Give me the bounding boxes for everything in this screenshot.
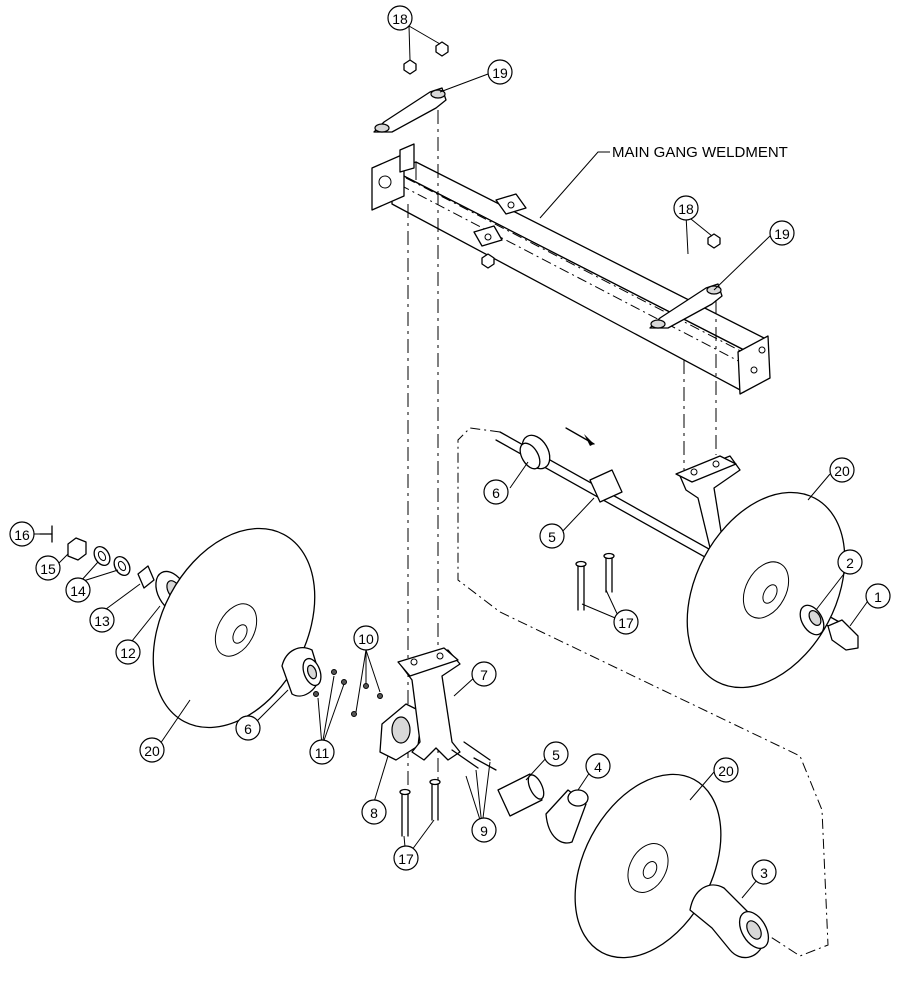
main-gang-weldment-label: MAIN GANG WELDMENT (612, 144, 788, 161)
svg-text:6: 6 (244, 721, 252, 737)
svg-text:15: 15 (40, 561, 56, 577)
callout-12: 12 (115, 639, 141, 665)
svg-text:10: 10 (358, 631, 374, 647)
svg-text:13: 13 (94, 613, 110, 629)
svg-text:17: 17 (398, 851, 414, 867)
svg-text:19: 19 (774, 226, 790, 242)
svg-text:18: 18 (678, 201, 694, 217)
svg-text:5: 5 (552, 747, 560, 763)
callout-13: 13 (89, 607, 115, 633)
svg-text:8: 8 (370, 805, 378, 821)
callout-4: 4 (585, 753, 611, 779)
callout-16: 16 (9, 521, 35, 547)
svg-text:16: 16 (14, 527, 30, 543)
svg-text:20: 20 (834, 463, 850, 479)
svg-text:1: 1 (874, 589, 882, 605)
svg-text:19: 19 (492, 65, 508, 81)
callout-5-left: 5 (543, 741, 569, 767)
clamp-left (373, 87, 447, 133)
svg-text:7: 7 (480, 667, 488, 683)
nuts-top (403, 41, 721, 269)
callout-3: 3 (751, 859, 777, 885)
svg-text:2: 2 (846, 555, 854, 571)
callout-6-left: 6 (235, 715, 261, 741)
svg-text:11: 11 (315, 745, 330, 761)
svg-text:3: 3 (760, 865, 768, 881)
callout-10: 10 (353, 625, 379, 651)
callout-19-right: 19 (769, 220, 795, 246)
svg-text:5: 5 (548, 529, 556, 545)
svg-text:4: 4 (594, 759, 602, 775)
callout-20-right: 20 (829, 457, 855, 483)
svg-text:17: 17 (618, 615, 634, 631)
callout-19-top: 19 (487, 59, 513, 85)
callout-20-bottom: 20 (713, 757, 739, 783)
callout-6-right: 6 (483, 479, 509, 505)
svg-text:14: 14 (70, 583, 86, 599)
callout-17-left: 17 (393, 845, 419, 871)
callout-2: 2 (837, 549, 863, 575)
callout-5-right: 5 (539, 523, 565, 549)
assembled-gang (457, 427, 859, 957)
callout-17-right: 17 (613, 609, 639, 635)
leader-lines (34, 25, 871, 899)
callout-8: 8 (361, 799, 387, 825)
svg-text:20: 20 (144, 743, 160, 759)
clamp-right (649, 283, 723, 329)
callout-18-top: 18 (387, 5, 413, 31)
callout-20-left: 20 (139, 737, 165, 763)
svg-text:18: 18 (392, 11, 408, 27)
svg-text:9: 9 (480, 823, 488, 839)
svg-text:12: 12 (120, 645, 136, 661)
callout-11: 11 (309, 739, 335, 765)
callout-1: 1 (865, 583, 891, 609)
callout-14: 14 (65, 577, 91, 603)
left-exploded-parts (39, 525, 770, 959)
callout-18-right: 18 (673, 195, 699, 221)
callout-15: 15 (35, 555, 61, 581)
callout-9: 9 (471, 817, 497, 843)
svg-text:6: 6 (492, 485, 500, 501)
main-gang-weldment (371, 143, 771, 395)
svg-text:20: 20 (718, 763, 734, 779)
callout-7: 7 (471, 661, 497, 687)
